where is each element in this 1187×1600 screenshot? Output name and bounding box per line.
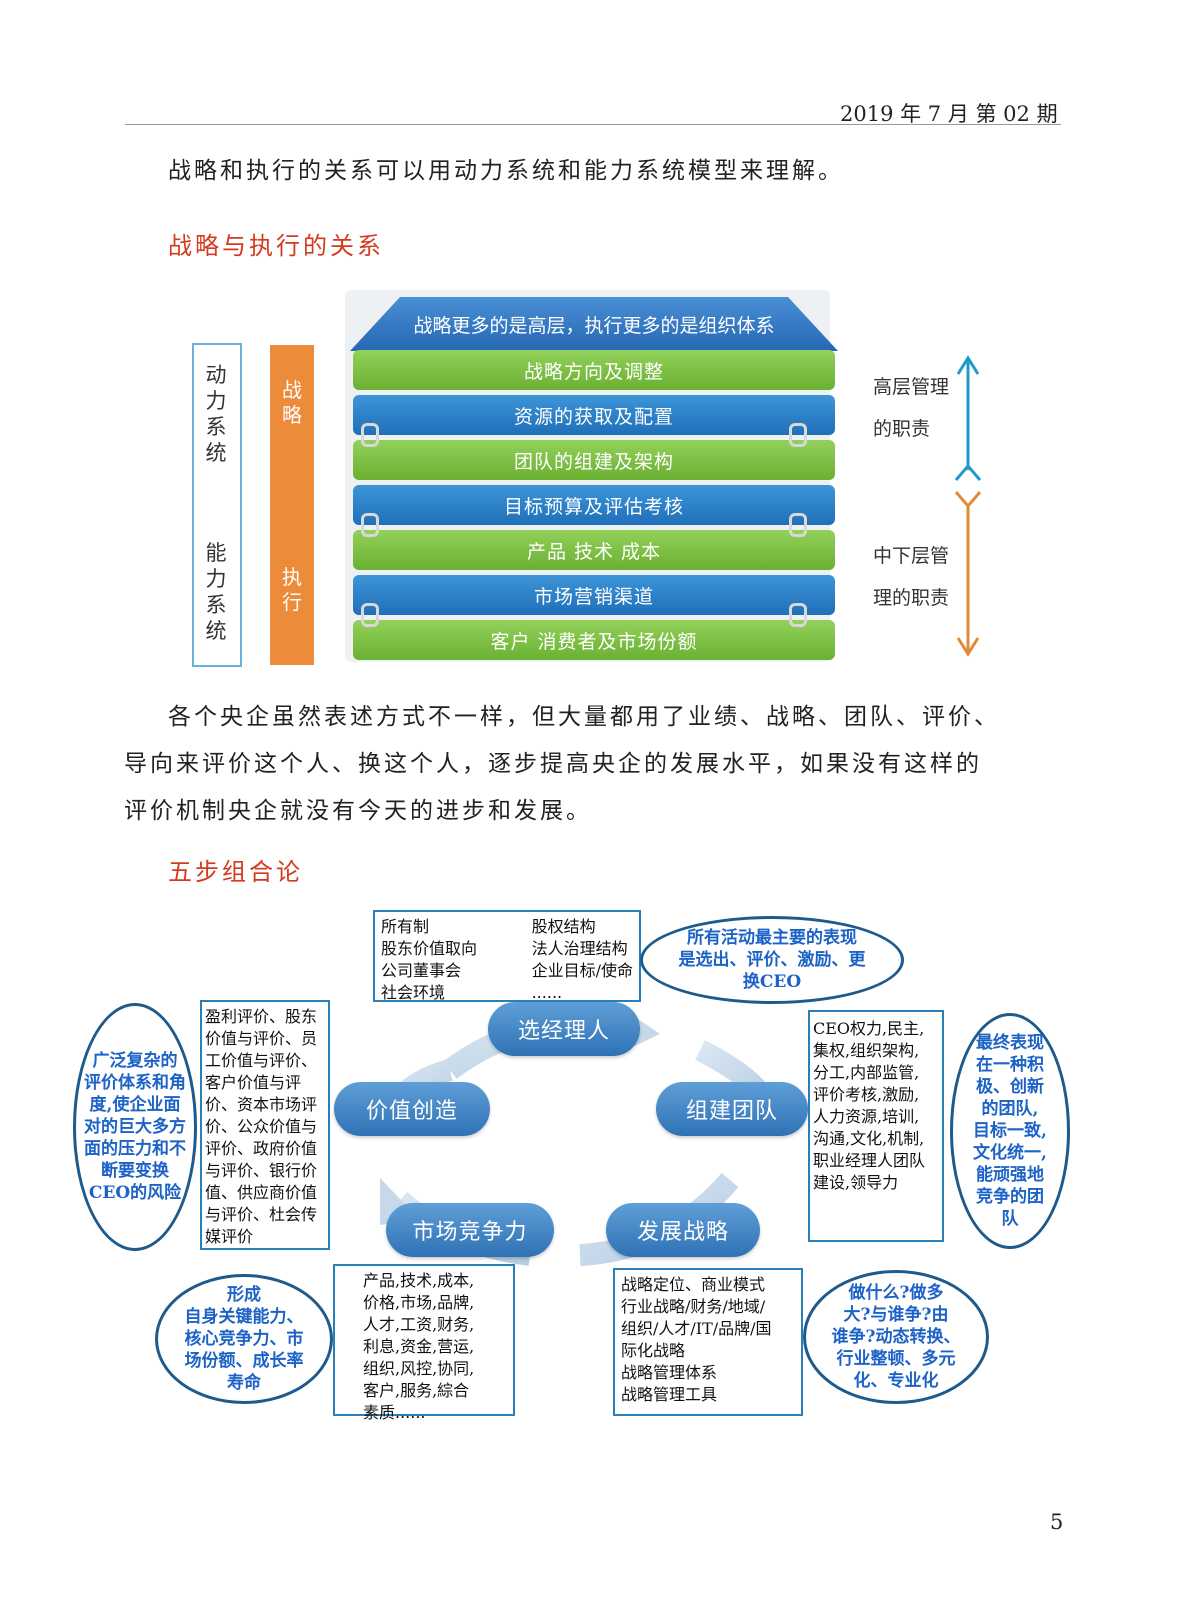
layer-6: 市场营销渠道 xyxy=(353,575,835,615)
step-value-creation: 价值创造 xyxy=(334,1082,490,1136)
page-number: 5 xyxy=(1050,1510,1064,1534)
evaluation-box: 盈利评价、股东价值与评价、员工价值与评价、客户价值与评价、资本市场评价、公众价值… xyxy=(200,1000,330,1250)
step-market-competitiveness: 市场竞争力 xyxy=(386,1203,554,1257)
layer-5: 产品 技术 成本 xyxy=(353,530,835,570)
ring-icon xyxy=(789,513,807,537)
execution-label: 执行 xyxy=(282,565,302,614)
step-develop-strategy: 发展战略 xyxy=(606,1203,760,1257)
top-management-duty: 高层管理的职责 xyxy=(873,376,950,440)
ownership-box: 所有制股东价值取向公司董事会社会环境 股权结构法人治理结构企业目标/使命....… xyxy=(373,910,641,1002)
roof-label: 战略更多的是高层，执行更多的是组织体系 xyxy=(413,314,775,337)
body-line-3: 评价机制央企就没有今天的进步和发展。 xyxy=(124,798,592,824)
strategy-execution-bar xyxy=(270,345,314,665)
ring-icon xyxy=(361,423,379,447)
body-line-2: 导向来评价这个人、换这个人，逐步提高央企的发展水平，如果没有这样的 xyxy=(124,751,982,777)
layer-4: 目标预算及评估考核 xyxy=(353,485,835,525)
layer-7: 客户 消费者及市场份额 xyxy=(353,620,835,660)
ring-icon xyxy=(361,513,379,537)
power-system-label: 动力系统 xyxy=(205,363,227,465)
ring-icon xyxy=(789,603,807,627)
competitiveness-box: 产品,技术,成本,价格,市场,品牌,人才,工资,财务,利息,资金,营运,组织,风… xyxy=(333,1264,515,1422)
strategy-box: 战略定位、商业模式行业战略/财务/地域/组织/人才/IT/品牌/国际化战略战略管… xyxy=(613,1268,803,1416)
ring-icon xyxy=(789,423,807,447)
ring-icon xyxy=(361,603,379,627)
team-building-box: CEO权力,民主,集权,组织架构,分工,内部监管,评价考核,激励,人力资源,培训… xyxy=(808,1010,944,1242)
roof-shape xyxy=(350,297,838,351)
capability-system-label: 能力系统 xyxy=(205,541,227,643)
layer-2: 资源的获取及配置 xyxy=(353,395,835,435)
strategy-label: 战略 xyxy=(282,378,302,427)
intro-text: 战略和执行的关系可以用动力系统和能力系统模型来理解。 xyxy=(168,158,844,184)
ceo-activity-oval: 所有活动最主要的表现是选出、评价、激励、更换CEO xyxy=(640,916,904,1004)
strategy-questions-oval: 做什么?做多大?与谁争?由谁争?动态转换、行业整顿、多元化、专业化 xyxy=(803,1270,989,1404)
system-box xyxy=(192,343,242,667)
team-outcome-oval: 最终表现在一种积极、创新的团队,目标一致,文化统一,能顽强地竞争的团队 xyxy=(950,1013,1070,1249)
section1-title: 战略与执行的关系 xyxy=(168,232,384,260)
responsibility-arrows-icon xyxy=(954,355,982,657)
core-competence-oval: 形成自身关键能力、核心竞争力、市场份额、成长率寿命 xyxy=(155,1274,333,1404)
step-build-team: 组建团队 xyxy=(656,1082,808,1136)
middle-management-duty: 中下层管理的职责 xyxy=(873,545,950,609)
header-rule xyxy=(125,124,1061,125)
body-line-1: 各个央企虽然表述方式不一样，但大量都用了业绩、战略、团队、评价、 xyxy=(168,704,1000,730)
section2-title: 五步组合论 xyxy=(168,858,303,886)
step-select-manager: 选经理人 xyxy=(488,1002,640,1056)
layer-1: 战略方向及调整 xyxy=(353,350,835,390)
issue-header: 2019 年 7 月 第 02 期 xyxy=(840,102,1058,126)
layer-3: 团队的组建及架构 xyxy=(353,440,835,480)
